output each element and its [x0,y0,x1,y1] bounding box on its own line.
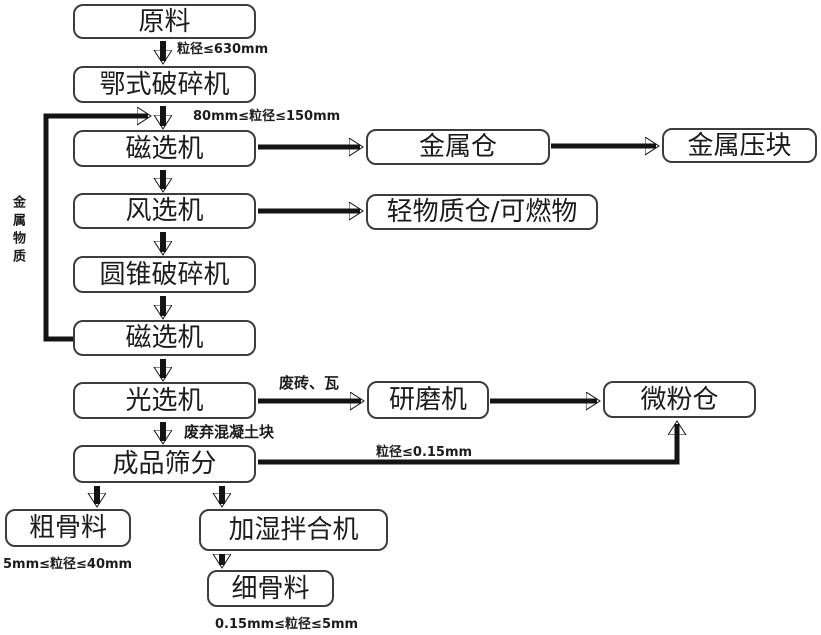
node-magnetic-separator-1: 磁选机 [73,130,256,167]
node-humidifying-mixer: 加湿拌合机 [199,509,388,551]
node-raw-material: 原料 [73,4,256,39]
node-cone-crusher: 圆锥破碎机 [73,256,256,293]
label-particle-size-015: 粒径≤0.15mm [376,445,473,460]
node-product-screening: 成品筛分 [73,445,256,483]
node-jaw-crusher: 鄂式破碎机 [73,66,256,103]
label-particle-size-630: 粒径≤630mm [177,42,269,57]
arrow-screening-to-powder-bin [258,424,677,465]
node-light-material-bin: 轻物质仓/可燃物 [366,194,598,230]
node-air-separator: 风选机 [73,193,256,229]
node-fine-powder-bin: 微粉仓 [603,381,756,418]
node-grinder: 研磨机 [367,381,489,419]
arrow-magnetic2-loop-to-magnetic1 [43,116,148,342]
node-metal-bin: 金属仓 [366,129,550,165]
node-metal-briquette: 金属压块 [662,128,817,163]
label-particle-size-80-150: 80mm≤粒径≤150mm [193,109,341,124]
label-waste-brick-tile: 废砖、瓦 [279,374,340,392]
node-magnetic-separator-2: 磁选机 [73,320,256,356]
label-waste-concrete: 废弃混凝土块 [184,423,275,441]
node-optical-sorter: 光选机 [73,382,256,419]
node-coarse-aggregate: 粗骨料 [5,509,131,547]
label-particle-size-5-40: 5mm≤粒径≤40mm [3,557,133,572]
label-metal-material: 金属物质 [10,195,25,267]
label-particle-size-015-5: 0.15mm≤粒径≤5mm [215,617,359,632]
node-fine-aggregate: 细骨料 [207,570,334,607]
